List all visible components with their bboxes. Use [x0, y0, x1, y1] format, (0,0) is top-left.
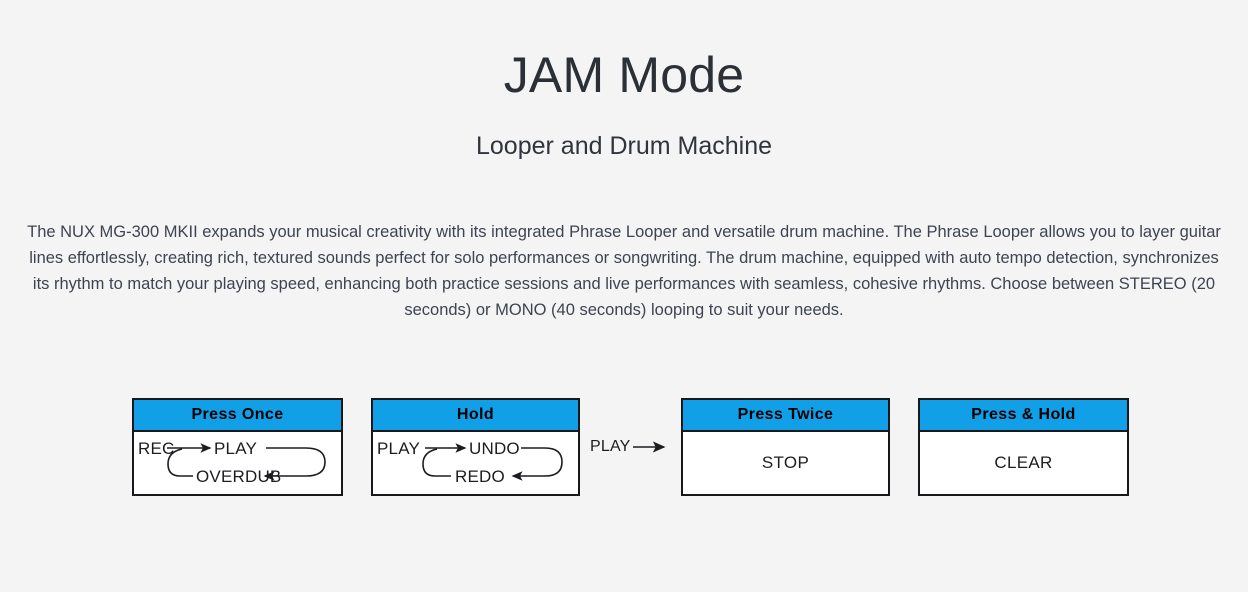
state-label-rec: REC	[138, 439, 175, 458]
flow-box-header-hold: Hold	[373, 400, 578, 432]
state-label-play: PLAY	[214, 439, 257, 458]
flow-box-header-press-once: Press Once	[134, 400, 341, 432]
flow-connector-play: PLAY	[590, 434, 676, 460]
description-paragraph: The NUX MG-300 MKII expands your musical…	[27, 223, 1221, 319]
state-label-undo: UNDO	[469, 439, 520, 458]
flow-box-hold: Hold PLAY UNDO REDO	[371, 398, 580, 496]
page-title: JAM Mode	[503, 47, 745, 103]
flow-box-body-press-once: REC PLAY OVERDUB	[134, 432, 341, 494]
arrow-redo-to-undo	[422, 448, 451, 477]
state-label-redo: REDO	[455, 467, 505, 486]
flow-box-press-hold: Press & Hold CLEAR	[918, 398, 1129, 496]
flow-box-body-hold: PLAY UNDO REDO	[373, 432, 578, 494]
state-label-play: PLAY	[377, 439, 420, 458]
state-label-overdub: OVERDUB	[196, 467, 281, 486]
arrow-play-to-overdub	[263, 447, 326, 481]
flow-box-press-once: Press Once REC PLAY O	[132, 398, 343, 496]
jam-mode-flow-diagram: Press Once REC PLAY O	[0, 398, 1248, 500]
flow-box-body-press-twice: STOP	[683, 432, 888, 494]
loop-diagram-play-undo-redo: PLAY UNDO REDO	[377, 439, 563, 486]
state-label-stop: STOP	[761, 453, 810, 472]
flow-box-header-press-twice: Press Twice	[683, 400, 888, 432]
arrow-right-icon	[632, 441, 666, 453]
arrow-undo-to-redo	[511, 447, 563, 481]
flow-box-press-twice: Press Twice STOP	[681, 398, 890, 496]
arrow-overdub-to-play	[167, 448, 193, 477]
page-subtitle: Looper and Drum Machine	[476, 132, 772, 160]
flow-box-body-press-hold: CLEAR	[920, 432, 1127, 494]
state-label-clear: CLEAR	[994, 453, 1053, 472]
loop-diagram-rec-play-overdub: REC PLAY OVERDUB	[138, 439, 326, 486]
flow-connector-label: PLAY	[590, 438, 631, 455]
flow-box-header-press-hold: Press & Hold	[920, 400, 1127, 432]
